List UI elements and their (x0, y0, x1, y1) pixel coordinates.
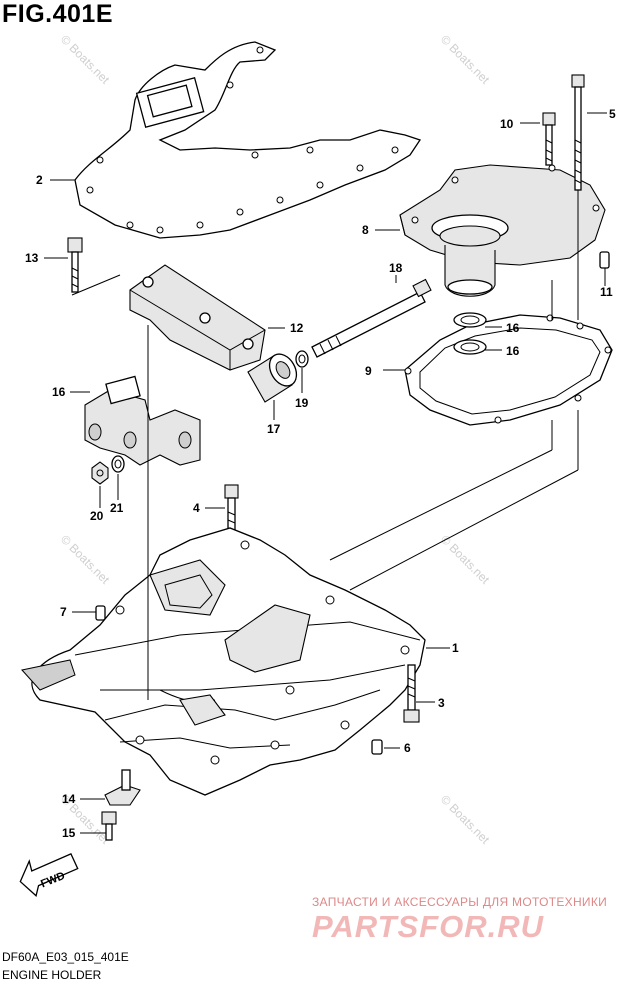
holder-plate (399, 164, 606, 297)
bolt-15 (101, 811, 117, 841)
watermark-text: © Boats.net (438, 32, 493, 87)
part-label-22[interactable]: 21 (110, 501, 124, 515)
part-label-3[interactable]: 3 (438, 696, 445, 710)
oil-seal-lower (453, 339, 487, 355)
part-label-8[interactable]: 8 (362, 223, 369, 237)
watermark-text: © Boats.net (58, 532, 113, 587)
part-label-12[interactable]: 12 (290, 321, 304, 335)
part-label-10[interactable]: 10 (500, 117, 514, 131)
stud-bolt (311, 278, 432, 358)
part-label-2[interactable]: 2 (36, 173, 43, 187)
engine-holder (21, 527, 426, 796)
leader-lines (44, 112, 607, 834)
rubber-bush (247, 353, 298, 403)
part-label-15[interactable]: 15 (62, 826, 76, 840)
part-labels: 2 10 5 8 11 13 12 18 16 16 9 19 17 16 20… (25, 107, 616, 840)
dowel-pin-7 (95, 605, 106, 621)
dowel-pin (599, 251, 610, 269)
part-label-20[interactable]: 19 (295, 396, 309, 410)
oil-seal-upper (453, 312, 487, 328)
dowel-pin-6 (371, 739, 383, 755)
gasket-top (74, 41, 422, 239)
bolt-3 (403, 664, 420, 723)
part-label-4[interactable]: 4 (193, 501, 200, 515)
mount-bracket (84, 375, 201, 466)
figure-caption: ENGINE HOLDER (2, 968, 102, 982)
bolt-short (542, 112, 556, 166)
part-label-9[interactable]: 9 (365, 364, 372, 378)
part-label-14[interactable]: 14 (62, 792, 76, 806)
watermark-text: © Boats.net (438, 532, 493, 587)
ru-watermark-logo: PARTSFOR.RU (312, 909, 545, 944)
ru-watermark-text: ЗАПЧАСТИ И АКСЕССУАРЫ ДЛЯ МОТОТЕХНИКИ (312, 895, 608, 909)
part-label-17[interactable]: 16 (52, 385, 66, 399)
bracket (129, 264, 266, 371)
fwd-arrow: FWD (19, 853, 79, 897)
part-label-1[interactable]: 1 (452, 641, 459, 655)
bracket-14 (104, 769, 141, 806)
part-label-7[interactable]: 7 (60, 605, 67, 619)
bolt-13 (67, 237, 83, 293)
part-label-16a[interactable]: 16 (506, 321, 520, 335)
part-label-18[interactable]: 17 (267, 422, 281, 436)
part-label-13[interactable]: 13 (25, 251, 39, 265)
washer-20 (295, 350, 309, 368)
part-label-16b[interactable]: 16 (506, 344, 520, 358)
nut (91, 461, 109, 485)
bolt-long (571, 74, 585, 191)
figure-title: FIG.401E (2, 0, 113, 28)
part-label-19[interactable]: 18 (389, 261, 403, 275)
watermark-text: © Boats.net (438, 792, 493, 847)
part-label-21[interactable]: 20 (90, 509, 104, 523)
part-label-11[interactable]: 11 (600, 285, 613, 299)
washer-22 (111, 455, 125, 473)
part-label-6[interactable]: 6 (404, 741, 411, 755)
watermark-text: © Boats.net (58, 32, 113, 87)
part-label-5[interactable]: 5 (609, 107, 616, 121)
figure-code: DF60A_E03_015_401E (2, 950, 129, 964)
